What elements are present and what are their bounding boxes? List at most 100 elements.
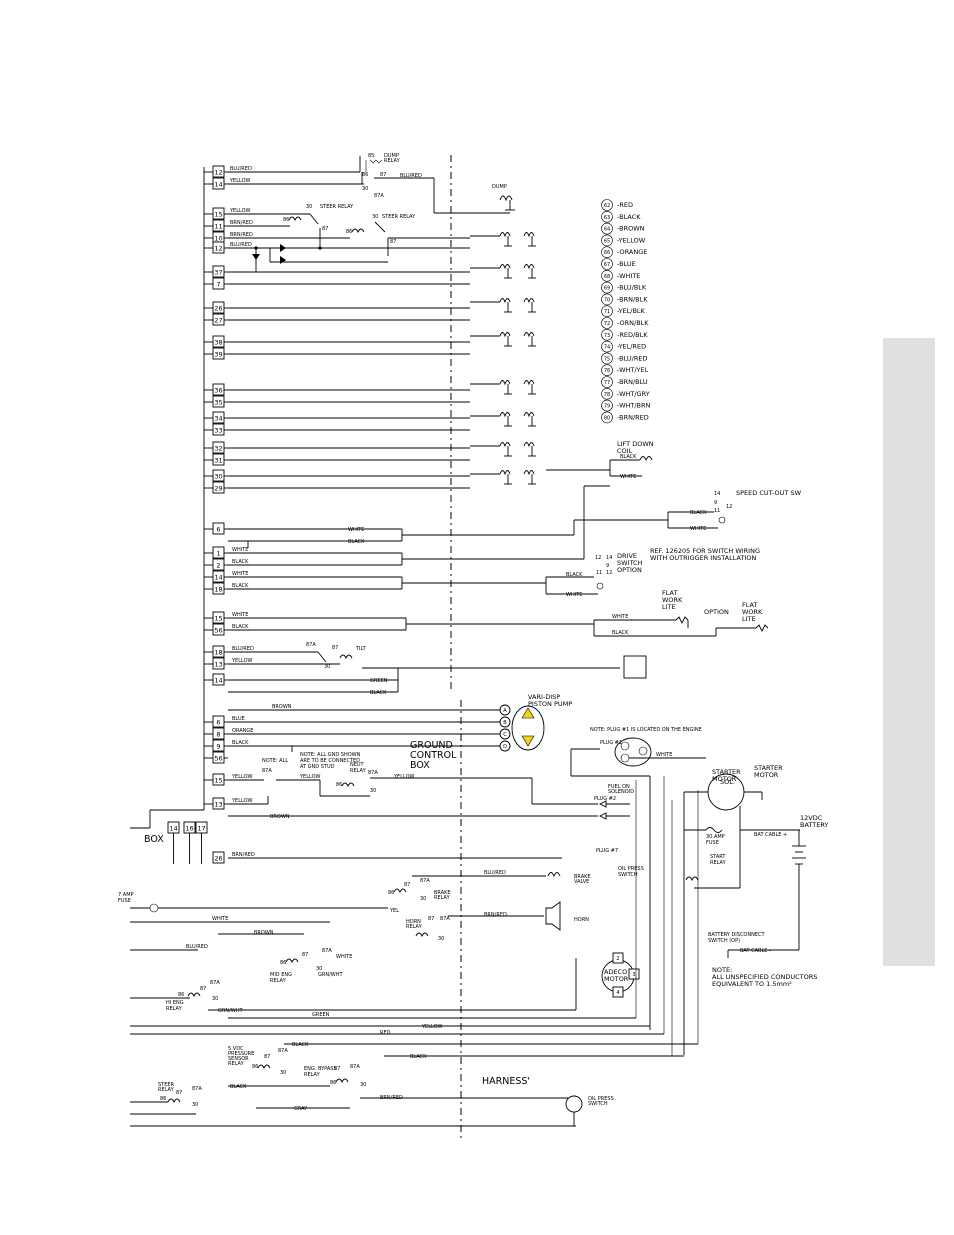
- svg-text:DRIVE: DRIVE: [617, 552, 637, 560]
- terminal: 6: [204, 522, 228, 535]
- svg-text:NOTE: ALL GND SHOWN: NOTE: ALL GND SHOWN: [300, 752, 361, 758]
- svg-text:14: 14: [606, 555, 612, 561]
- motor-pin: 4: [612, 986, 624, 998]
- terminal: 1: [204, 546, 228, 559]
- svg-text:BLACK: BLACK: [370, 690, 387, 696]
- svg-text:LITE: LITE: [662, 603, 676, 611]
- terminal: 38: [204, 335, 228, 348]
- svg-text:17: 17: [197, 825, 205, 833]
- svg-text:65: 65: [604, 238, 610, 244]
- svg-text:B: B: [503, 720, 507, 726]
- svg-text:FUEL ON: FUEL ON: [608, 784, 630, 790]
- dump-coil: DUMP: [492, 184, 515, 211]
- svg-text:30: 30: [438, 936, 444, 942]
- note-conductors: NOTE: ALL UNSPECIFIED CONDUCTORS EQUIVAL…: [712, 966, 817, 988]
- valve-coil-pairs: [470, 232, 536, 485]
- svg-text:11: 11: [596, 570, 602, 576]
- terminal: 37: [204, 265, 228, 278]
- svg-text:ARE TO BE CONNECTED: ARE TO BE CONNECTED: [300, 758, 360, 764]
- svg-text:-YEL/BLK: -YEL/BLK: [617, 307, 646, 315]
- svg-text:87: 87: [428, 916, 434, 922]
- svg-text:30: 30: [372, 214, 378, 220]
- svg-text:79: 79: [604, 404, 610, 410]
- svg-text:A: A: [503, 708, 507, 714]
- legend-item: 65-YELLOW: [601, 234, 646, 247]
- steer-relay-lower: STEER RELAY 87 87A 86 30: [130, 1082, 576, 1127]
- pump-pin: D: [499, 740, 511, 752]
- svg-text:-ORN/BLK: -ORN/BLK: [617, 319, 649, 327]
- terminal: 14: [167, 821, 180, 864]
- terminal: 14: [204, 673, 228, 686]
- svg-text:9: 9: [714, 500, 717, 506]
- svg-text:YEL: YEL: [389, 908, 399, 914]
- svg-text:30: 30: [360, 1082, 366, 1088]
- valve-coil-pair: [470, 264, 536, 279]
- svg-text:8: 8: [216, 731, 220, 739]
- svg-text:71: 71: [604, 309, 610, 315]
- engine-bypass-relays: 5 VDC PRESSURE SENSOR RELAY 87 87A 86 30…: [228, 1042, 698, 1112]
- svg-text:18: 18: [214, 649, 222, 657]
- svg-text:BLACK: BLACK: [690, 510, 707, 516]
- terminal: 18: [204, 582, 228, 595]
- svg-text:30: 30: [280, 1070, 286, 1076]
- svg-text:ADECO: ADECO: [604, 968, 627, 976]
- svg-text:WHITE: WHITE: [232, 547, 248, 553]
- legend-item: 78-WHT/GRY: [601, 387, 650, 400]
- legend-item: 75-BLU/RED: [601, 352, 647, 365]
- terminal: 13: [204, 657, 228, 670]
- svg-text:30: 30: [214, 473, 222, 481]
- svg-text:86: 86: [283, 217, 289, 223]
- svg-text:32: 32: [214, 445, 222, 453]
- valve-coil-pair: [470, 332, 536, 347]
- svg-text:87: 87: [322, 226, 328, 232]
- svg-text:BLACK: BLACK: [230, 1084, 247, 1090]
- legend-item: 80-BRN/RED: [601, 411, 649, 424]
- svg-text:BROWN: BROWN: [254, 930, 274, 936]
- legend-item: 68-WHITE: [601, 269, 640, 282]
- terminal: 26: [204, 301, 228, 314]
- svg-text:YELLOW: YELLOW: [229, 178, 251, 184]
- svg-text:87A: 87A: [440, 916, 450, 922]
- svg-text:SWITCH: SWITCH: [588, 1101, 608, 1107]
- svg-text:-BRN/BLK: -BRN/BLK: [617, 295, 648, 303]
- terminal: 56: [204, 751, 228, 764]
- svg-text:ALL UNSPECIFIED CONDUCTORS: ALL UNSPECIFIED CONDUCTORS: [712, 973, 817, 981]
- svg-text:SWITCH: SWITCH: [618, 872, 638, 878]
- svg-text:ORANGE: ORANGE: [232, 728, 253, 734]
- svg-text:YELLOW: YELLOW: [229, 208, 251, 214]
- svg-text:30: 30: [324, 664, 330, 670]
- svg-text:-BROWN: -BROWN: [617, 225, 645, 233]
- page-side-tab: [883, 338, 935, 966]
- legend-item: 73 -RED/BLK: [601, 328, 648, 341]
- svg-text:BLACK: BLACK: [232, 559, 249, 565]
- svg-text:86: 86: [178, 992, 184, 998]
- svg-text:13: 13: [214, 801, 222, 809]
- svg-text:BRN/RED: BRN/RED: [230, 220, 253, 226]
- svg-text:13: 13: [214, 661, 222, 669]
- svg-text:STARTER: STARTER: [754, 764, 783, 772]
- svg-text:SPEED CUT-OUT SW: SPEED CUT-OUT SW: [736, 489, 802, 497]
- svg-text:10: 10: [214, 235, 222, 243]
- svg-text:30: 30: [306, 204, 312, 210]
- svg-text:11: 11: [714, 508, 720, 514]
- speed-cut-out-switch: 14 SPEED CUT-OUT SW 9 11 12 BLACK WHITE: [667, 489, 802, 532]
- legend-item: 76-WHT/YEL: [601, 364, 649, 377]
- svg-text:RED: RED: [380, 1030, 391, 1036]
- svg-text:73: 73: [604, 333, 610, 339]
- svg-text:YELLOW: YELLOW: [231, 658, 253, 664]
- svg-text:PRESSURE: PRESSURE: [228, 1051, 254, 1057]
- svg-text:FLAT: FLAT: [742, 601, 757, 609]
- svg-text:SOL.: SOL.: [720, 778, 735, 786]
- svg-text:86: 86: [330, 1080, 336, 1086]
- svg-text:87: 87: [302, 952, 308, 958]
- svg-text:-BRN/RED: -BRN/RED: [617, 413, 649, 421]
- svg-text:-RED/BLK: -RED/BLK: [617, 331, 648, 339]
- svg-text:87: 87: [264, 1054, 270, 1060]
- svg-text:72: 72: [604, 321, 610, 327]
- tilt-relay: 87A 87 TILT 30 BLU/RED YELLOW GREEN BLAC…: [228, 642, 647, 696]
- svg-text:75: 75: [604, 356, 610, 362]
- svg-text:BRN/RED: BRN/RED: [230, 232, 253, 238]
- legend-item: 67-BLUE: [601, 258, 636, 270]
- svg-text:87A: 87A: [368, 770, 378, 776]
